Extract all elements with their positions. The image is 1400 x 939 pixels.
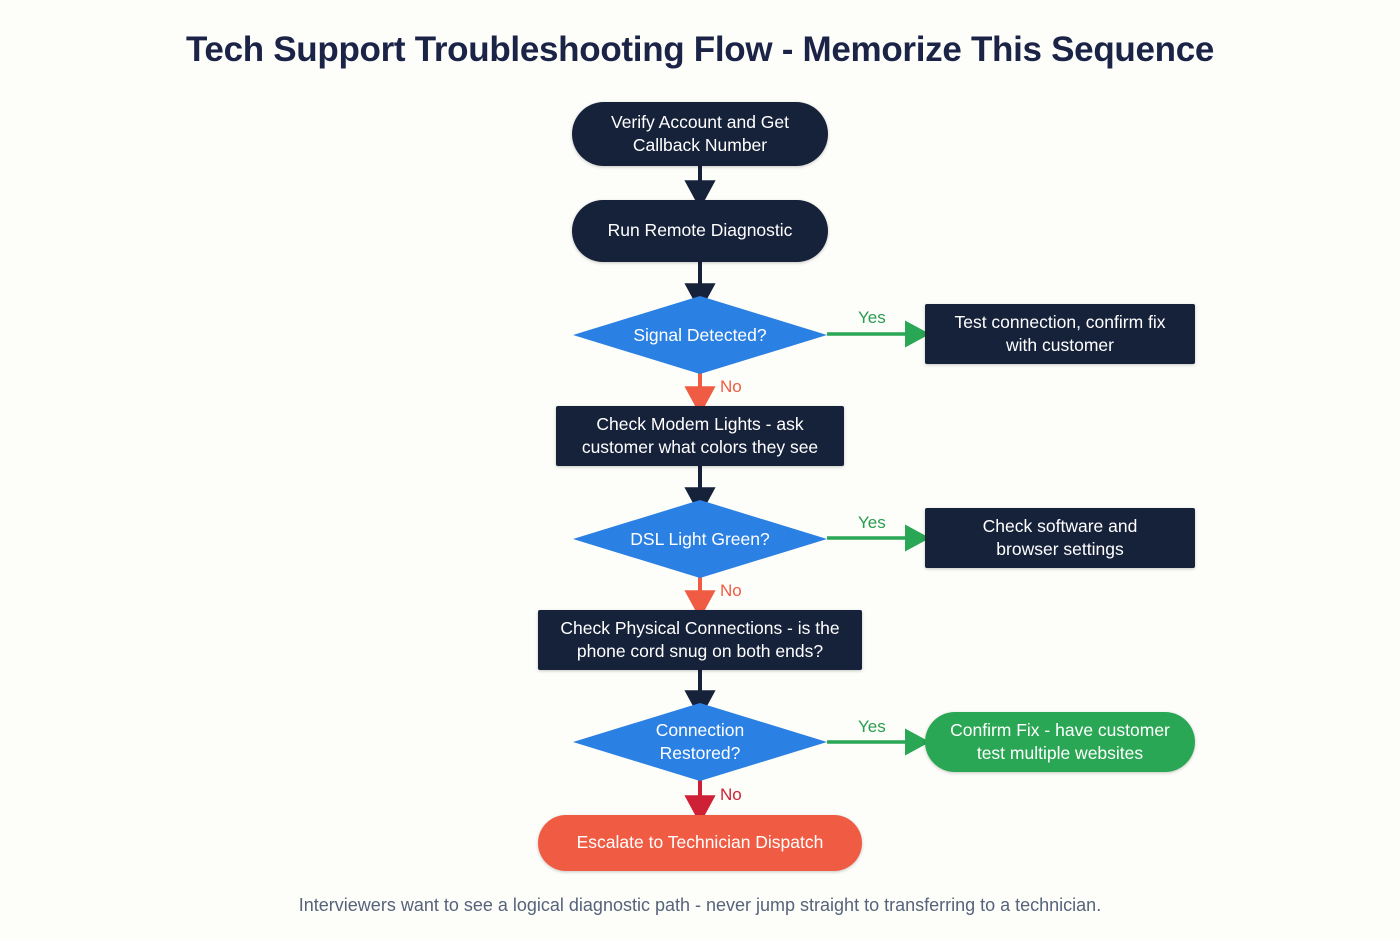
node-run-remote-diagnostic-label: Run Remote Diagnostic	[607, 220, 793, 241]
node-check-software[interactable]: Check software and browser settings	[925, 508, 1195, 568]
node-test-connection[interactable]: Test connection, confirm fix with custom…	[925, 304, 1195, 364]
node-check-physical-connections[interactable]: Check Physical Connections - is the phon…	[538, 610, 862, 670]
diamond-shape-icon	[573, 703, 827, 781]
edge-label-no-2: No	[720, 581, 742, 600]
node-check-modem-lights-label: Check Modem Lights - ask customer what c…	[581, 413, 819, 457]
node-check-physical-connections-label: Check Physical Connections - is the phon…	[560, 617, 840, 661]
node-check-software-label: Check software and browser settings	[982, 515, 1138, 559]
diamond-shape-icon	[573, 296, 827, 374]
node-run-remote-diagnostic[interactable]: Run Remote Diagnostic	[572, 200, 828, 262]
edge-label-no-1: No	[720, 377, 742, 396]
node-confirm-fix-label: Confirm Fix - have customer test multipl…	[950, 719, 1170, 763]
decision-connection-restored[interactable]: Connection Restored?	[573, 703, 827, 781]
edge-label-no-3: No	[720, 785, 742, 804]
node-confirm-fix[interactable]: Confirm Fix - have customer test multipl…	[925, 712, 1195, 772]
node-verify-account[interactable]: Verify Account and Get Callback Number	[572, 102, 828, 166]
decision-dsl-light-green[interactable]: DSL Light Green?	[573, 500, 827, 578]
node-escalate-to-technician[interactable]: Escalate to Technician Dispatch	[538, 815, 862, 871]
diamond-shape-icon	[573, 500, 827, 578]
decision-signal-detected[interactable]: Signal Detected?	[573, 296, 827, 374]
page-title: Tech Support Troubleshooting Flow - Memo…	[185, 30, 1215, 69]
node-verify-account-label: Verify Account and Get Callback Number	[610, 111, 790, 155]
edge-label-yes-2: Yes	[858, 513, 886, 532]
footer-caption: Interviewers want to see a logical diagn…	[298, 895, 1102, 915]
edge-label-yes-3: Yes	[858, 717, 886, 736]
node-check-modem-lights[interactable]: Check Modem Lights - ask customer what c…	[556, 406, 844, 466]
node-test-connection-label: Test connection, confirm fix with custom…	[954, 311, 1166, 355]
edge-label-yes-1: Yes	[858, 308, 886, 327]
node-escalate-to-technician-label: Escalate to Technician Dispatch	[576, 832, 824, 853]
